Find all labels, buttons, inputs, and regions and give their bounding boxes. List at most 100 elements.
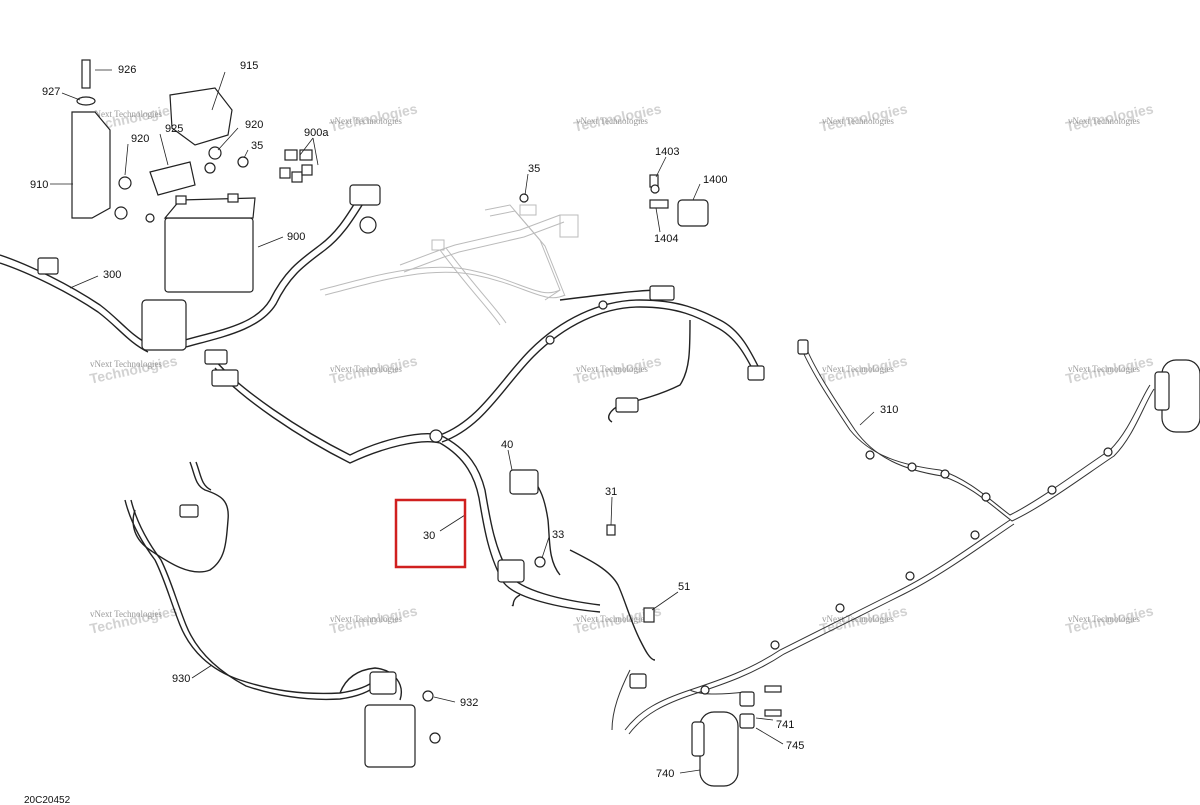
grommet-icon (739, 713, 755, 729)
highlight-box-30[interactable]: 30 (394, 498, 467, 569)
watermark-text: vNext Technologies (576, 116, 648, 126)
watermark-text: vNext Technologies (330, 116, 402, 126)
bolt-icon (643, 607, 655, 623)
label-930: 930 (172, 673, 190, 685)
fuse-icon (301, 164, 313, 176)
connector-icon (204, 349, 228, 365)
watermark-text: vNext Technologies (330, 364, 402, 374)
bolt-icon (764, 709, 782, 717)
bolt-icon (764, 685, 782, 693)
clip-icon (429, 429, 443, 443)
label-1404: 1404 (654, 233, 678, 245)
connector-icon (509, 469, 539, 495)
bolt-icon (649, 199, 669, 209)
watermark-text: vNext Technologies (576, 364, 648, 374)
grommet-icon (359, 216, 377, 234)
harness-30 (204, 285, 765, 661)
clip-icon (981, 492, 991, 502)
label-920-left: 920 (131, 133, 149, 145)
battery-bracket-icon (71, 111, 111, 219)
label-900: 900 (287, 231, 305, 243)
watermark-text: vNext Technologies (822, 364, 894, 374)
clip-icon (907, 462, 917, 472)
label-745: 745 (786, 740, 804, 752)
watermark-text: vNext Technologies (576, 614, 648, 624)
sensor-1400 (649, 174, 709, 227)
watermark-text: vNext Technologies (90, 359, 162, 369)
sensor-icon (677, 199, 709, 227)
connector-icon (747, 365, 765, 381)
frame-ghost (319, 204, 579, 326)
nut-icon (118, 176, 132, 190)
label-932: 932 (460, 697, 478, 709)
fuse-icon (299, 149, 313, 161)
label-927: 927 (42, 86, 60, 98)
washer-icon (76, 96, 96, 106)
label-910: 910 (30, 179, 48, 191)
connector-icon (211, 369, 239, 387)
connector-icon (37, 257, 59, 275)
label-35-top: 35 (251, 140, 263, 152)
battery-icon (164, 217, 254, 293)
label-740: 740 (656, 768, 674, 780)
diagram-ref-code: 20C20452 (24, 795, 71, 805)
label-30: 30 (423, 530, 435, 542)
watermark-text: vNext Technologies (330, 614, 402, 624)
junction-box-icon (497, 559, 525, 583)
svg-text:Technologies: Technologies (88, 602, 179, 636)
highlight-rect[interactable] (394, 498, 467, 569)
clip-icon (545, 335, 555, 345)
watermark-text: vNext Technologies (90, 109, 162, 119)
connector-block-icon (141, 299, 187, 351)
harness-310 (611, 339, 1200, 735)
watermark-text: vNext Technologies (1068, 614, 1140, 624)
battery-area (71, 59, 313, 293)
fuse-icon (284, 149, 298, 161)
clip-icon (940, 469, 950, 479)
clip-icon (1103, 447, 1113, 457)
clip-icon (700, 685, 710, 695)
nut-icon (422, 690, 434, 702)
grommet-icon (739, 691, 755, 707)
connector-icon (797, 339, 809, 355)
watermark-text: vNext Technologies (822, 116, 894, 126)
misc-parts (422, 193, 782, 787)
label-300: 300 (103, 269, 121, 281)
label-35-mid: 35 (528, 163, 540, 175)
clip-icon (865, 450, 875, 460)
nut-icon (204, 162, 216, 174)
watermark-text: vNext Technologies (822, 614, 894, 624)
clip-icon (598, 300, 608, 310)
bolt-icon (81, 59, 91, 89)
label-925: 925 (165, 123, 183, 135)
battery-terminal-icon (175, 195, 187, 205)
label-920-top: 920 (245, 119, 263, 131)
label-33: 33 (552, 529, 564, 541)
label-31: 31 (605, 486, 617, 498)
bracket-icon (691, 721, 705, 757)
harness-930 (124, 461, 416, 768)
fuse-icon (291, 171, 303, 183)
screw-icon (519, 193, 529, 203)
label-310: 310 (880, 404, 898, 416)
part-labels: 926 927 915 925 920 920 35 900a 910 900 … (30, 60, 898, 780)
nut-icon (237, 156, 249, 168)
connector-icon (649, 285, 675, 301)
connector-icon (369, 671, 397, 695)
label-1403: 1403 (655, 146, 679, 158)
harness-300 (0, 184, 381, 353)
connector-icon (349, 184, 381, 206)
clip-icon (970, 530, 980, 540)
bracket-icon (1154, 371, 1170, 411)
label-900a: 900a (304, 127, 329, 139)
watermark-text: vNext Technologies (1068, 364, 1140, 374)
nut-icon (145, 213, 155, 223)
screw-icon (606, 524, 616, 536)
label-51: 51 (678, 581, 690, 593)
connector-icon (615, 397, 639, 413)
label-1400: 1400 (703, 174, 727, 186)
nut-icon (429, 732, 441, 744)
washer-icon (650, 184, 660, 194)
cover-icon (149, 161, 196, 196)
